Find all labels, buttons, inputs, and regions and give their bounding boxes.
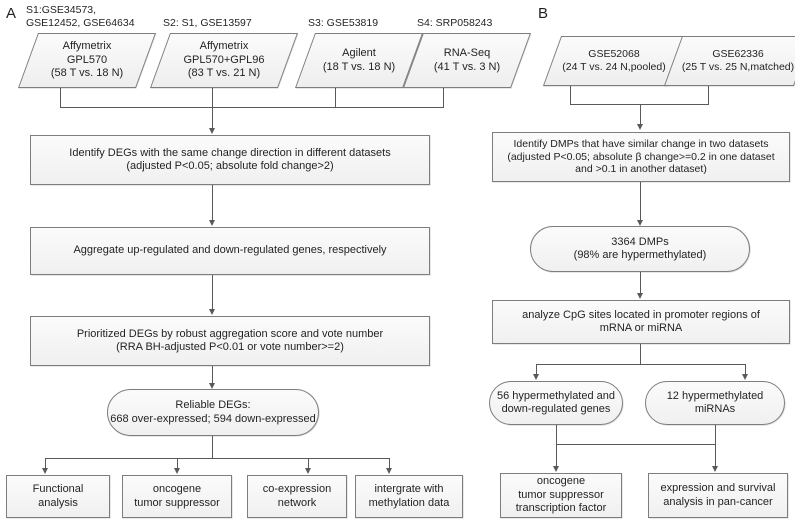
- arrow-to-output-a4: [385, 468, 392, 474]
- connector-s2-stem: [212, 88, 213, 107]
- connector-b1-result: [640, 182, 641, 222]
- arrow-to-step-b1: [636, 124, 643, 130]
- source-node-gse52068[interactable]: GSE52068 (24 T vs. 24 N,pooled): [542, 36, 686, 86]
- connector-merge-bar-b: [570, 104, 709, 105]
- source-node-s3-text: Agilent (18 T vs. 18 N): [322, 46, 396, 73]
- arrow-to-step-a2: [208, 220, 215, 226]
- source-node-gse62336-text: GSE62336 (25 T vs. 25 N,matched): [681, 47, 795, 73]
- arrow-to-result-a: [208, 383, 215, 389]
- connector-fan-a2: [177, 458, 178, 470]
- connector-merge-drop-a: [212, 107, 213, 131]
- connector-resultb-b2: [640, 272, 641, 296]
- source-node-s1[interactable]: Affymetrix GPL570 (58 T vs. 18 N): [17, 33, 157, 88]
- arrow-to-output-b2: [711, 466, 718, 472]
- source-node-s2-text: Affymetrix GPL570+GPL96 (83 T vs. 21 N): [183, 39, 265, 80]
- output-functional-analysis[interactable]: Functional analysis: [6, 475, 110, 518]
- connector-fan-b2: [745, 364, 746, 376]
- arrow-to-step-a3: [208, 309, 215, 315]
- source-node-gse62336[interactable]: GSE62336 (25 T vs. 25 N,matched): [663, 36, 795, 86]
- connector-down-b2: [715, 444, 716, 468]
- source-label-s2: S2: S1, GSE13597: [163, 17, 252, 29]
- output-expression-survival-pancancer[interactable]: expression and survival analysis in pan-…: [648, 473, 788, 518]
- connector-s4-stem: [443, 88, 444, 107]
- connector-b-src1-stem: [570, 86, 571, 104]
- source-label-s1: S1:GSE34573, GSE12452, GSE64634: [26, 4, 135, 30]
- arrow-to-output-a2: [173, 468, 180, 474]
- connector-fan-b1: [536, 364, 537, 376]
- result-3364-dmps[interactable]: 3364 DMPs (98% are hypermethylated): [530, 226, 750, 272]
- connector-fanout-bar-a: [45, 458, 389, 459]
- source-node-s2[interactable]: Affymetrix GPL570+GPL96 (83 T vs. 21 N): [149, 33, 299, 88]
- source-label-s4: S4: SRP058243: [417, 17, 493, 29]
- connector-down-b1: [556, 444, 557, 468]
- connector-result-a-stem: [212, 436, 213, 458]
- output-oncogene-tumor-suppressor[interactable]: oncogene tumor suppressor: [122, 475, 232, 518]
- source-node-s3[interactable]: Agilent (18 T vs. 18 N): [294, 33, 424, 88]
- source-node-s4-text: RNA-Seq (41 T vs. 3 N): [433, 46, 501, 73]
- arrow-to-output-a1: [41, 468, 48, 474]
- arrow-to-result-b: [636, 220, 643, 226]
- connector-fanout-bar-b: [536, 364, 745, 365]
- connector-b2-stem: [640, 344, 641, 364]
- subresult-hypermethylated-mirnas[interactable]: 12 hypermethylated miRNAs: [645, 381, 785, 425]
- process-identify-degs[interactable]: Identify DEGs with the same change direc…: [30, 135, 430, 185]
- connector-subresult-b2-stem: [715, 425, 716, 444]
- arrow-to-step-a1: [208, 128, 215, 134]
- connector-a1-a2: [212, 185, 213, 223]
- panel-letter-a: A: [6, 5, 17, 22]
- source-node-s4[interactable]: RNA-Seq (41 T vs. 3 N): [402, 33, 532, 88]
- connector-s3-stem: [335, 88, 336, 107]
- output-oncogene-transcription-factor[interactable]: oncogene tumor suppressor transcription …: [500, 473, 622, 518]
- arrow-to-subresult-b1: [532, 374, 539, 380]
- panel-letter-b: B: [538, 5, 549, 22]
- process-prioritized-degs[interactable]: Prioritized DEGs by robust aggregation s…: [30, 316, 430, 366]
- output-co-expression-network[interactable]: co-expression network: [247, 475, 347, 518]
- connector-fan-a1: [45, 458, 46, 470]
- connector-b-src2-stem: [708, 86, 709, 104]
- arrow-to-step-b2: [636, 293, 643, 299]
- connector-merge-bar-a: [60, 107, 444, 108]
- source-node-s1-text: Affymetrix GPL570 (58 T vs. 18 N): [50, 39, 124, 80]
- output-integrate-methylation[interactable]: intergrate with methylation data: [355, 475, 463, 518]
- process-identify-dmps[interactable]: Identify DMPs that have similar change i…: [492, 132, 790, 182]
- arrow-to-output-b1: [552, 466, 559, 472]
- connector-a2-a3: [212, 275, 213, 312]
- result-reliable-degs[interactable]: Reliable DEGs: 668 over-expressed; 594 d…: [107, 389, 319, 436]
- process-aggregate-genes[interactable]: Aggregate up-regulated and down-regulate…: [30, 227, 430, 275]
- connector-fan-a4: [389, 458, 390, 470]
- connector-crossbar-b: [556, 444, 716, 445]
- source-node-gse52068-text: GSE52068 (24 T vs. 24 N,pooled): [562, 47, 666, 73]
- subresult-hypermethylated-genes[interactable]: 56 hypermethylated and down-regulated ge…: [489, 381, 623, 425]
- connector-fan-a3: [308, 458, 309, 470]
- connector-a3-result: [212, 366, 213, 386]
- connector-merge-drop-b: [640, 104, 641, 126]
- connector-subresult-b1-stem: [556, 425, 557, 444]
- arrow-to-output-a3: [304, 468, 311, 474]
- arrow-to-subresult-b2: [741, 374, 748, 380]
- source-label-s3: S3: GSE53819: [308, 17, 379, 29]
- process-analyze-cpg-sites[interactable]: analyze CpG sites located in promoter re…: [492, 300, 790, 344]
- connector-s1-stem: [60, 88, 61, 107]
